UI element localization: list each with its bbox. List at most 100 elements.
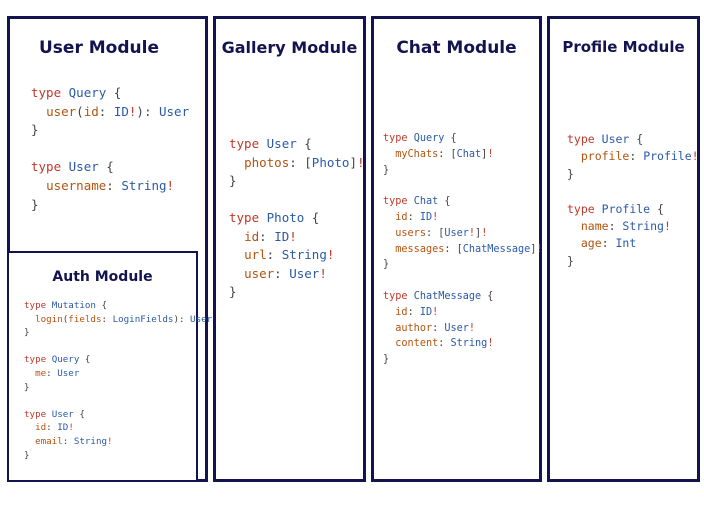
brace-open: { <box>650 201 664 216</box>
non-null-mark: ! <box>468 227 476 239</box>
punctuation: : [ <box>289 154 312 170</box>
punctuation: : <box>266 247 282 262</box>
non-null-mark: ! <box>319 265 327 281</box>
field-name: users <box>395 227 426 239</box>
punctuation: : [ <box>444 243 463 255</box>
brace-close: } <box>383 259 390 271</box>
field-name: content <box>395 338 439 350</box>
keyword-type: type <box>383 290 408 302</box>
field-name: url <box>244 247 267 262</box>
type-name: ChatMessage <box>413 290 482 302</box>
field-line: login(fields: LoginFields): User <box>24 314 212 325</box>
gallery-module-title: Gallery Module <box>221 38 358 57</box>
type-ref: String <box>281 247 327 262</box>
punctuation: ( <box>62 313 69 325</box>
brace-open: { <box>629 132 644 146</box>
punctuation: : <box>601 236 616 251</box>
brace-open: { <box>296 136 312 151</box>
field-name: user <box>46 103 77 119</box>
field-line: name: String! <box>567 219 671 233</box>
field-name: photos <box>244 154 290 170</box>
brace-close: } <box>567 166 574 181</box>
type-ref: User <box>159 103 190 119</box>
punctuation: : <box>629 149 644 164</box>
keyword-type: type <box>229 136 260 151</box>
type-ref: Profile <box>643 149 692 164</box>
punctuation: : <box>46 367 58 379</box>
type-name: Query <box>68 85 107 100</box>
punctuation: ): <box>173 313 191 325</box>
field-line: photos: [Photo]! <box>229 154 365 170</box>
non-null-mark: ! <box>166 177 175 193</box>
type-ref: ID <box>274 228 290 244</box>
punctuation: : <box>608 219 623 234</box>
type-name: Query <box>51 354 80 366</box>
non-null-mark: ! <box>289 228 297 244</box>
keyword-type: type <box>567 132 595 146</box>
punctuation: : <box>62 435 74 447</box>
brace-close: } <box>24 381 30 393</box>
keyword-type: type <box>383 196 408 208</box>
type-ref: User <box>289 265 320 281</box>
brace-open: { <box>73 408 85 420</box>
punctuation: : <box>407 306 420 318</box>
non-null-mark: ! <box>326 247 335 262</box>
type-ref: ID <box>57 422 69 434</box>
field-name: email <box>35 435 63 447</box>
type-ref: Photo <box>311 154 350 170</box>
field-line: users: [User!]! <box>383 228 487 239</box>
type-ref: User <box>444 227 469 239</box>
field-line: me: User <box>24 368 79 379</box>
punctuation: ] <box>475 227 482 239</box>
brace-open: { <box>95 300 108 311</box>
chat-module-title: Chat Module <box>396 38 517 58</box>
non-null-mark: ! <box>487 148 494 160</box>
brace-close: } <box>229 284 237 299</box>
auth-module-title: Auth Module <box>52 269 153 285</box>
non-null-mark: ! <box>691 149 699 164</box>
type-ref: User <box>190 313 213 325</box>
brace-open: { <box>481 290 494 302</box>
keyword-type: type <box>31 85 62 100</box>
type-ref: User <box>57 367 80 379</box>
punctuation: : <box>259 228 275 244</box>
field-line: user: User! <box>229 266 327 281</box>
gallery-module-panel: Gallery Module type User { photos: [Phot… <box>213 16 366 482</box>
field-name: author <box>395 322 433 334</box>
profile-module-panel: Profile Module type User { profile: Prof… <box>547 16 700 482</box>
chat-module-code: type Query { myChats: [Chat]! } type Cha… <box>383 131 543 368</box>
field-name: name <box>580 219 609 234</box>
type-name: Profile <box>601 201 651 216</box>
punctuation: : <box>46 422 58 434</box>
type-ref: String <box>73 435 108 447</box>
field-name: login <box>35 313 63 325</box>
field-name: profile <box>580 149 630 164</box>
punctuation: ] <box>530 243 537 255</box>
brace-open: { <box>106 85 122 100</box>
profile-module-code: type User { profile: Profile! } type Pro… <box>567 131 699 270</box>
keyword-type: type <box>24 354 47 366</box>
brace-close: } <box>383 164 390 176</box>
type-name: User <box>51 408 74 420</box>
field-line: id: ID! <box>383 212 438 223</box>
type-ref: LoginFields <box>112 313 174 325</box>
brace-open: { <box>79 354 91 366</box>
field-name: username <box>46 177 107 193</box>
field-line: username: String! <box>31 178 174 193</box>
non-null-mark: ! <box>356 154 365 170</box>
type-ref: Chat <box>456 148 482 160</box>
field-name: messages <box>395 243 445 255</box>
brace-open: { <box>304 210 320 225</box>
field-name: id <box>395 211 408 223</box>
user-module-code: type Query { user(id: ID!): User } type … <box>31 84 189 214</box>
type-name: User <box>601 132 630 146</box>
field-name: user <box>244 265 275 281</box>
type-ref: ChatMessage <box>462 243 531 255</box>
brace-close: } <box>229 173 237 188</box>
profile-module-title: Profile Module <box>562 38 685 56</box>
punctuation: : <box>106 177 122 193</box>
brace-open: { <box>438 196 451 208</box>
keyword-type: type <box>229 210 260 225</box>
punctuation: : <box>274 265 290 281</box>
keyword-type: type <box>567 201 595 216</box>
